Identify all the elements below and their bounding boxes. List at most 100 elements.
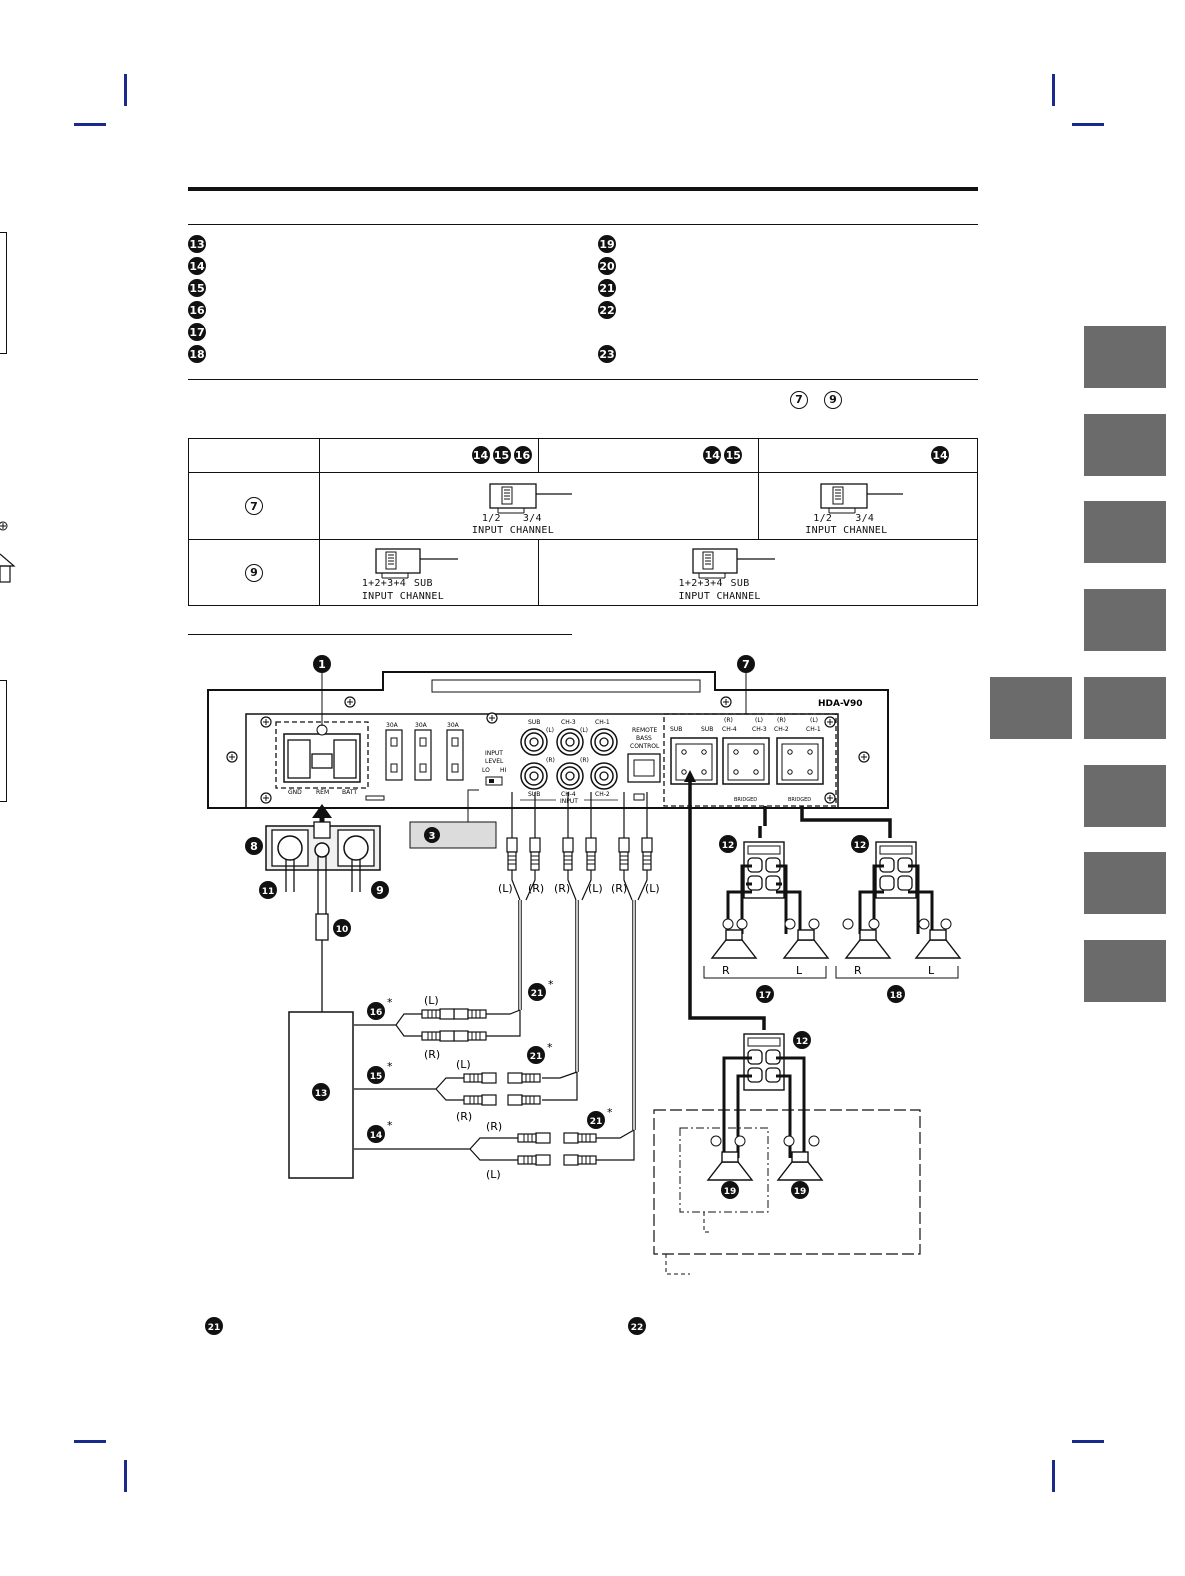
remote-bass-control-port[interactable] bbox=[627, 753, 661, 801]
remote-label: CONTROL bbox=[630, 743, 660, 750]
section-tab-active[interactable] bbox=[990, 677, 1072, 739]
callout-11: 11 bbox=[262, 887, 275, 897]
callout-12: 12 bbox=[722, 841, 735, 851]
note-ref-7: 7 bbox=[790, 390, 808, 409]
switch-pos-right: SUB bbox=[413, 578, 433, 589]
power-harness bbox=[265, 804, 381, 1012]
output-label: (L) bbox=[810, 717, 818, 724]
callout-21: 21 bbox=[531, 989, 544, 999]
switch-pos-right: 3/4 bbox=[522, 513, 542, 524]
footer-ref-21: 21 bbox=[208, 1323, 221, 1333]
rca-extension-cables bbox=[354, 900, 636, 1166]
output-label: CH-1 bbox=[806, 726, 821, 733]
callout-12: 12 bbox=[796, 1037, 809, 1047]
left-edge-frame-bottom bbox=[0, 680, 7, 802]
cable-l: (L) bbox=[588, 882, 603, 895]
switch-caption: INPUT CHANNEL bbox=[678, 591, 761, 602]
left-edge-frame-top bbox=[0, 232, 7, 354]
speaker-terminal bbox=[743, 841, 785, 899]
ch34-speaker-output[interactable] bbox=[722, 737, 770, 785]
legend-item: 14 bbox=[188, 255, 206, 277]
jack-label: CH-1 bbox=[595, 719, 610, 726]
input-level-lo: LO bbox=[482, 767, 490, 774]
cable-l: (L) bbox=[486, 1168, 501, 1181]
jack-side-l: (L) bbox=[580, 727, 588, 734]
sub-input-switch bbox=[375, 548, 458, 579]
legend-bottom-rule bbox=[188, 379, 978, 380]
callout-17: 17 bbox=[759, 991, 772, 1001]
led bbox=[365, 795, 385, 801]
switch-pos-left: 1+2+3+4 bbox=[361, 578, 407, 589]
jack-label: CH-2 bbox=[595, 791, 610, 798]
callout-1: 1 bbox=[318, 658, 326, 671]
power-terminal-block bbox=[275, 721, 369, 789]
crop-mark-tr-h bbox=[1072, 123, 1104, 126]
output-label: SUB bbox=[701, 726, 713, 733]
section-tab-4[interactable] bbox=[1084, 589, 1166, 651]
enclosure-outline bbox=[653, 1109, 921, 1255]
section-tab-7[interactable] bbox=[1084, 852, 1166, 914]
jack-label: SUB bbox=[528, 791, 540, 798]
cable-r: (R) bbox=[611, 882, 627, 895]
callout-13: 13 bbox=[315, 1089, 328, 1099]
jack-label: SUB bbox=[528, 719, 540, 726]
callout-21: 21 bbox=[590, 1117, 603, 1127]
sub-switch-cell: 1+2+3+4 SUB INPUT CHANNEL bbox=[537, 539, 979, 606]
output-label: (L) bbox=[755, 717, 763, 724]
input-level-hi: HI bbox=[500, 767, 507, 774]
arrow-up bbox=[684, 770, 696, 782]
footer-ref-22: 22 bbox=[631, 1323, 644, 1333]
table-header-col2: 14 15 bbox=[537, 438, 760, 473]
crop-mark-bl-v bbox=[124, 1460, 127, 1492]
terminal-gnd: GND bbox=[288, 789, 302, 796]
cable-r: (R) bbox=[424, 1048, 440, 1061]
output-label: (R) bbox=[724, 717, 733, 724]
section-tab-3[interactable] bbox=[1084, 501, 1166, 563]
cable-l: (L) bbox=[424, 994, 439, 1007]
legend-item: 21 bbox=[598, 277, 616, 299]
fuse-label: 30A bbox=[447, 722, 460, 729]
jack-side-l: (L) bbox=[546, 727, 554, 734]
callout-3: 3 bbox=[429, 831, 436, 842]
bridged-label: BRIDGED bbox=[788, 797, 811, 803]
diagram-section-rule bbox=[188, 634, 572, 635]
legend-item: 17 bbox=[188, 321, 206, 343]
ch12-speaker-output[interactable] bbox=[776, 737, 824, 785]
fuse-holder bbox=[385, 729, 464, 781]
legend-item: 16 bbox=[188, 299, 206, 321]
output-label: CH-4 bbox=[722, 726, 737, 733]
speaker-r: R bbox=[722, 964, 730, 977]
section-tab-2[interactable] bbox=[1084, 414, 1166, 476]
cable-l: (L) bbox=[456, 1058, 471, 1071]
crop-mark-tl-h bbox=[74, 123, 106, 126]
speaker-l: L bbox=[928, 964, 935, 977]
cable-r: (R) bbox=[528, 882, 544, 895]
switch-pos-right: 3/4 bbox=[855, 513, 875, 524]
input-level-label: LEVEL bbox=[485, 758, 504, 765]
callout-18: 18 bbox=[890, 991, 903, 1001]
section-tab-5[interactable] bbox=[1084, 677, 1166, 739]
rca-cable-plugs bbox=[506, 792, 653, 901]
left-edge-symbol bbox=[0, 521, 16, 583]
cable-r: (R) bbox=[554, 882, 570, 895]
legend-item: 19 bbox=[598, 233, 616, 255]
sub-speaker-output[interactable] bbox=[670, 737, 718, 785]
speaker-l: L bbox=[796, 964, 803, 977]
cable-r: (R) bbox=[486, 1120, 502, 1133]
sub-switch-cell: 1+2+3+4 SUB INPUT CHANNEL bbox=[318, 539, 539, 606]
asterisk: * bbox=[387, 1060, 393, 1073]
callout-12: 12 bbox=[854, 841, 867, 851]
crop-mark-tl-v bbox=[124, 74, 127, 106]
callout-14: 14 bbox=[370, 1131, 383, 1141]
input-channel-switch bbox=[820, 483, 904, 514]
section-tab-1[interactable] bbox=[1084, 326, 1166, 388]
legend-item: 18 bbox=[188, 343, 206, 365]
cable-l: (L) bbox=[498, 882, 513, 895]
section-tab-6[interactable] bbox=[1084, 765, 1166, 827]
section-tab-8[interactable] bbox=[1084, 940, 1166, 1002]
switch-pos-left: 1/2 bbox=[481, 513, 501, 524]
cable-r: (R) bbox=[456, 1110, 472, 1123]
asterisk: * bbox=[548, 978, 554, 991]
sub-input-switch bbox=[691, 548, 775, 579]
speaker-terminal bbox=[875, 841, 917, 899]
